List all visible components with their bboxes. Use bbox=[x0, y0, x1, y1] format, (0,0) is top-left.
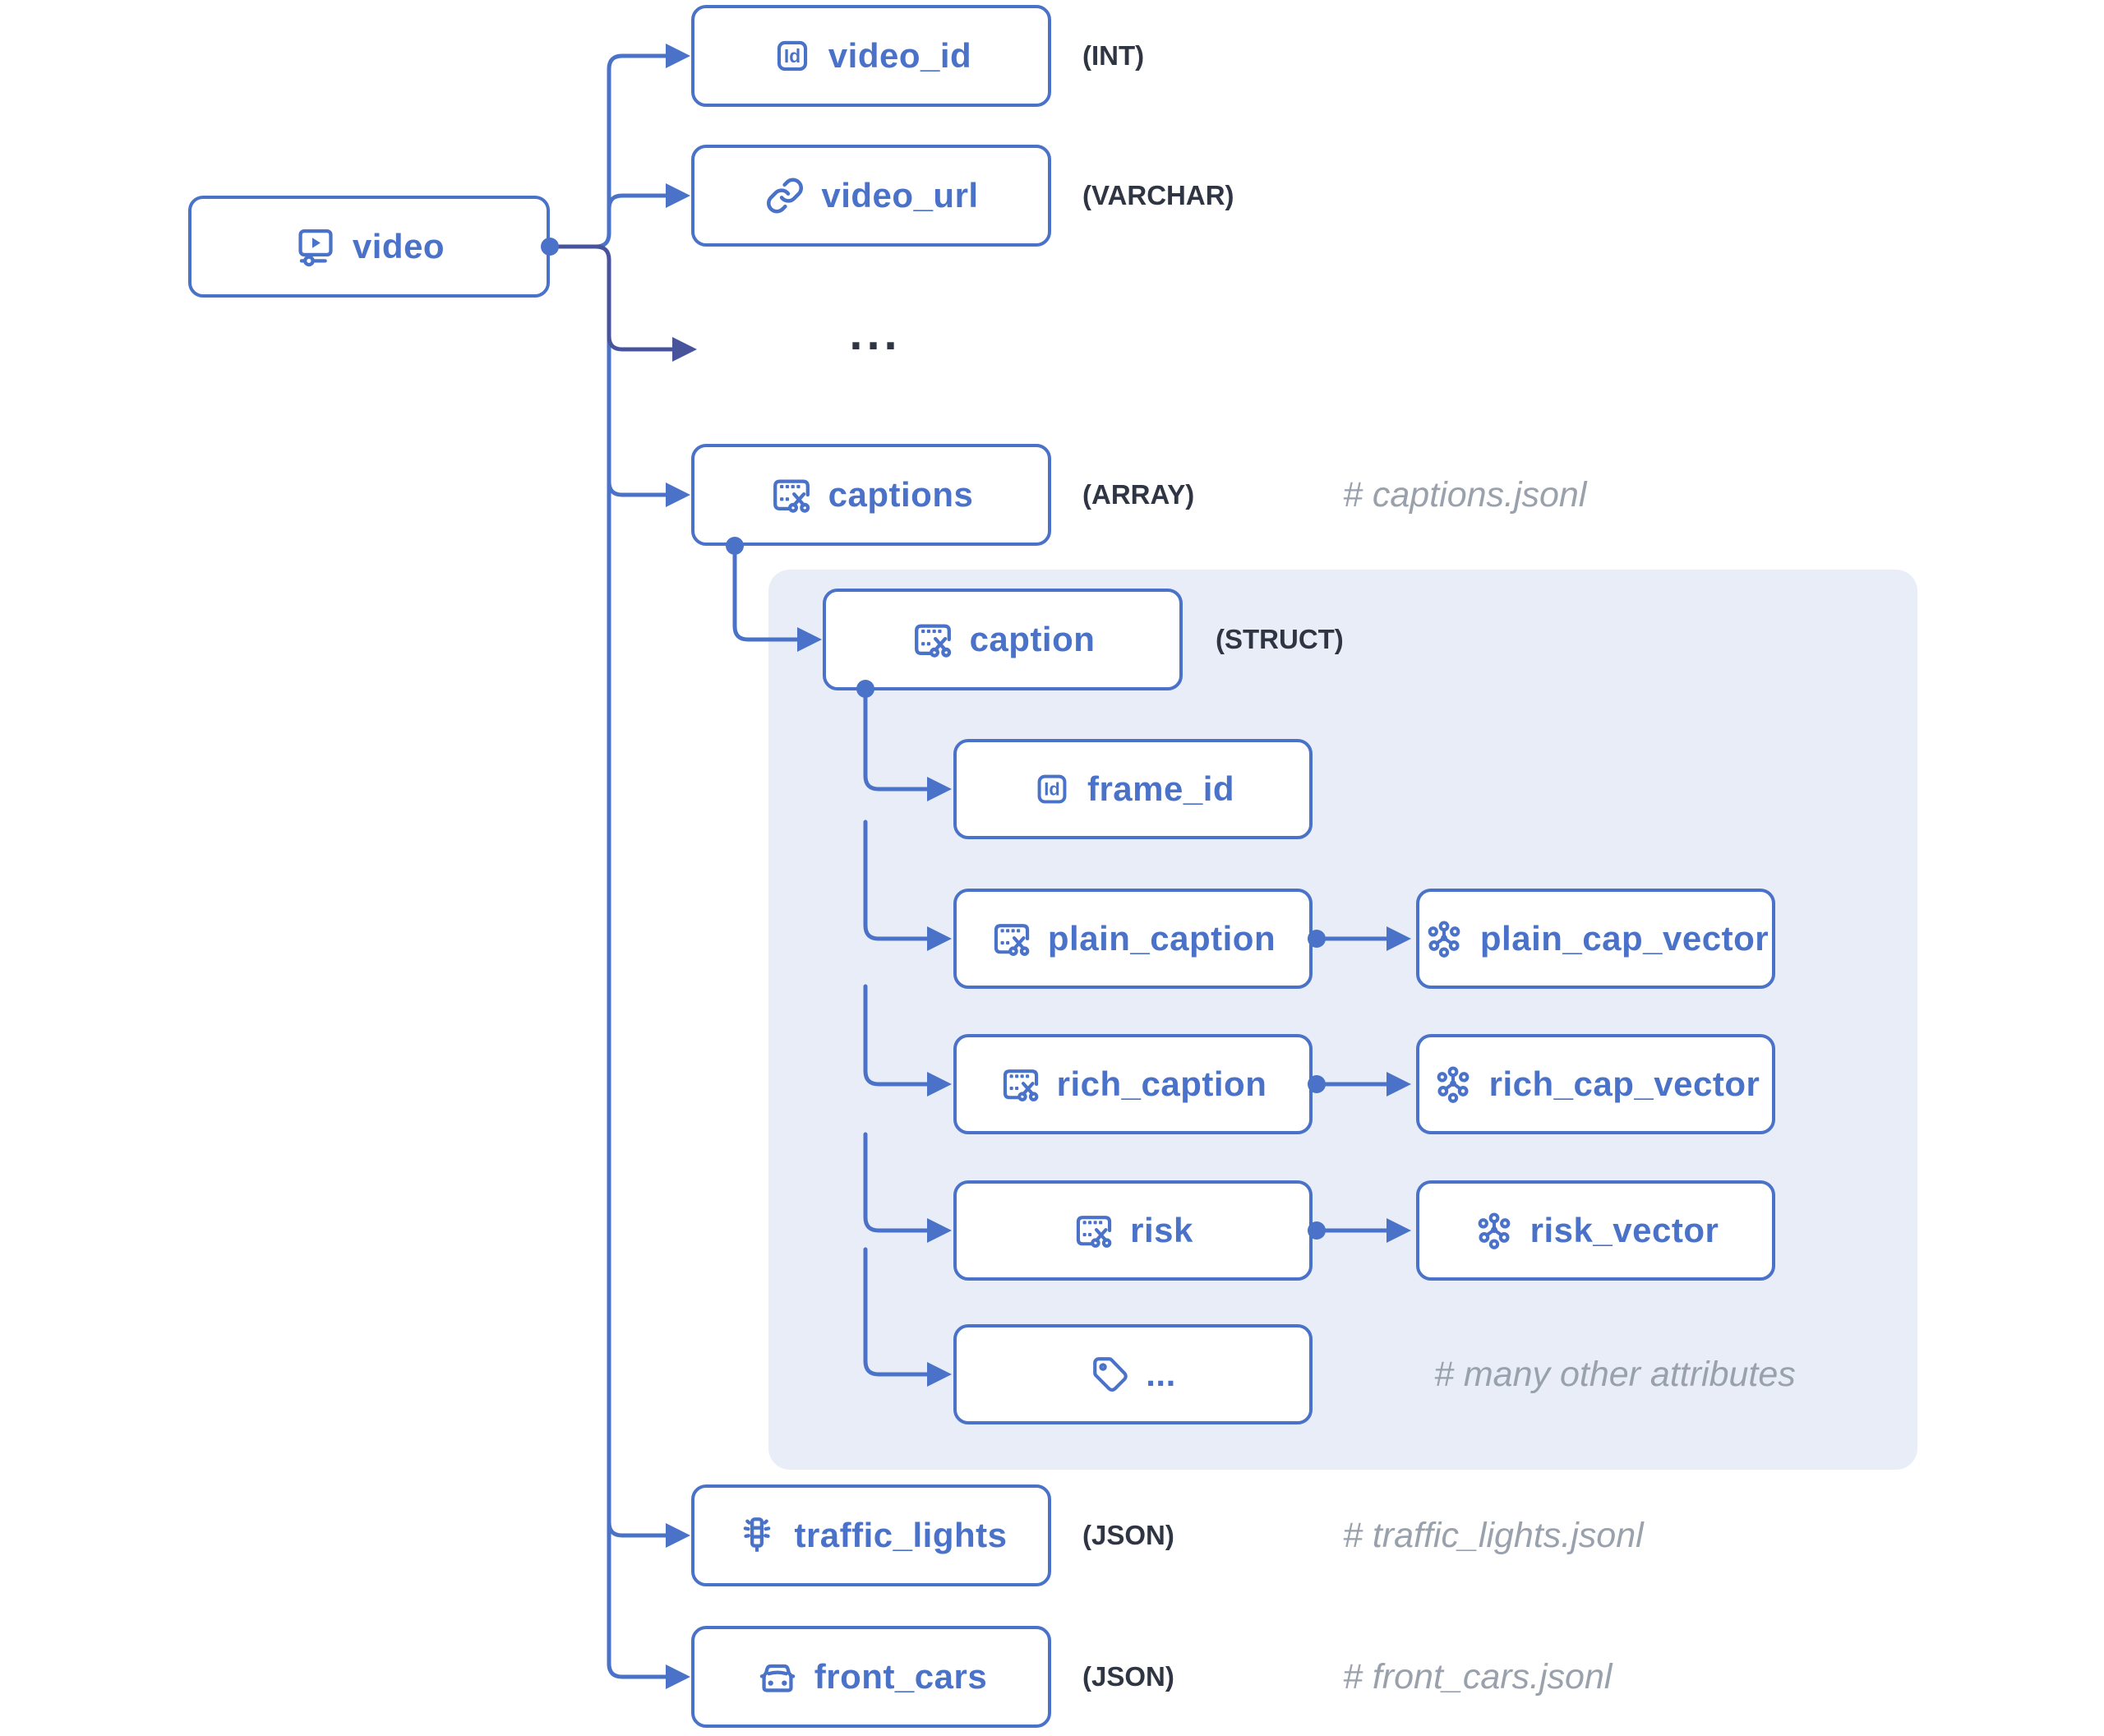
node-label: traffic_lights bbox=[794, 1516, 1008, 1554]
node-front-cars: front_cars bbox=[691, 1626, 1051, 1728]
node-label: plain_caption bbox=[1047, 919, 1276, 958]
node-risk-vector: risk_vector bbox=[1416, 1180, 1775, 1281]
node-other-attributes: ... bbox=[953, 1324, 1313, 1424]
comment-many-other-attributes: # many other attributes bbox=[1434, 1354, 1796, 1394]
node-video-id: Id video_id bbox=[691, 5, 1051, 107]
node-label: risk bbox=[1130, 1211, 1193, 1249]
node-plain-caption: plain_caption bbox=[953, 889, 1313, 989]
arrowhead-dark bbox=[672, 337, 697, 362]
type-label-varchar: (VARCHAR) bbox=[1082, 180, 1234, 210]
caption-scissors-icon bbox=[914, 624, 951, 658]
node-plain-cap-vector: plain_cap_vector bbox=[1416, 889, 1775, 989]
comment-front-cars-jsonl: # front_cars.jsonl bbox=[1343, 1656, 1613, 1697]
caption-scissors-icon bbox=[1077, 1216, 1112, 1248]
caption-scissors-icon bbox=[994, 924, 1030, 956]
caption-scissors-icon bbox=[1003, 1069, 1038, 1101]
node-label: video_id bbox=[828, 36, 972, 75]
type-label-struct: (STRUCT) bbox=[1216, 624, 1344, 654]
type-label-json: (JSON) bbox=[1082, 1520, 1174, 1550]
traffic-light-icon bbox=[744, 1517, 771, 1552]
node-video: video bbox=[188, 196, 550, 298]
node-label: risk_vector bbox=[1530, 1211, 1719, 1249]
tag-icon bbox=[1093, 1357, 1128, 1392]
vector-cluster-icon bbox=[1437, 1066, 1470, 1103]
comment-traffic-lights-jsonl: # traffic_lights.jsonl bbox=[1343, 1515, 1644, 1555]
connector-line-dark bbox=[547, 244, 675, 352]
node-frame-id: Id frame_id bbox=[953, 739, 1313, 839]
node-rich-caption: rich_caption bbox=[953, 1034, 1313, 1134]
vector-cluster-icon bbox=[1428, 921, 1460, 958]
node-label: frame_id bbox=[1087, 769, 1235, 808]
id-icon: Id bbox=[1037, 774, 1067, 804]
node-label: rich_cap_vector bbox=[1488, 1064, 1760, 1103]
node-label: caption bbox=[969, 620, 1096, 658]
type-label-array: (ARRAY) bbox=[1082, 479, 1195, 510]
svg-text:Id: Id bbox=[784, 45, 801, 67]
node-caption: caption bbox=[823, 589, 1183, 690]
node-risk: risk bbox=[953, 1180, 1313, 1281]
ellipsis-more-fields: ... bbox=[849, 307, 902, 360]
node-label: rich_caption bbox=[1056, 1064, 1267, 1103]
caption-struct-panel bbox=[768, 570, 1917, 1470]
node-label: video_url bbox=[821, 176, 979, 215]
id-icon: Id bbox=[777, 40, 807, 72]
car-icon bbox=[759, 1664, 796, 1692]
video-player-icon bbox=[298, 229, 333, 267]
node-video-url: video_url bbox=[691, 145, 1051, 247]
node-label: video bbox=[352, 227, 445, 265]
node-rich-cap-vector: rich_cap_vector bbox=[1416, 1034, 1775, 1134]
caption-scissors-icon bbox=[773, 479, 810, 513]
type-label-int: (INT) bbox=[1082, 40, 1145, 71]
svg-text:Id: Id bbox=[1044, 779, 1059, 800]
vector-cluster-icon bbox=[1478, 1212, 1511, 1249]
node-label: captions bbox=[828, 475, 974, 514]
link-icon bbox=[767, 178, 804, 214]
node-label: plain_cap_vector bbox=[1479, 919, 1769, 958]
comment-captions-jsonl: # captions.jsonl bbox=[1343, 474, 1587, 515]
node-label: front_cars bbox=[814, 1657, 988, 1696]
node-label: ... bbox=[1146, 1355, 1176, 1393]
type-label-json: (JSON) bbox=[1082, 1661, 1174, 1692]
node-captions: captions bbox=[691, 444, 1051, 546]
node-traffic-lights: traffic_lights bbox=[691, 1484, 1051, 1586]
